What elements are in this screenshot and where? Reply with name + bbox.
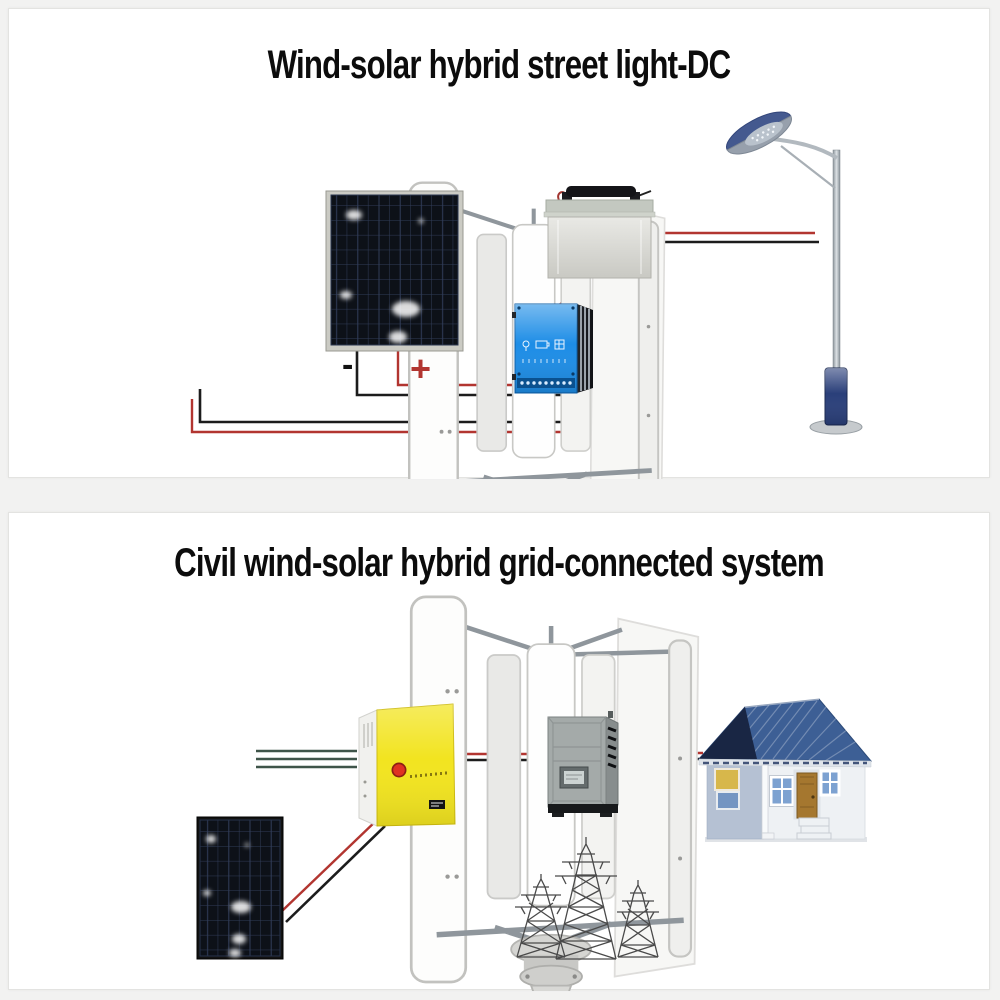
wires-black	[198, 240, 819, 424]
hybrid-controller-icon	[358, 703, 456, 827]
panel-street-light-dc: Wind-solar hybrid street light-DC	[8, 8, 990, 479]
tower-middle	[555, 837, 617, 960]
downspout	[761, 764, 769, 834]
roof-gable-shadow	[699, 707, 757, 759]
scene-street-light-dc: - +	[190, 111, 863, 479]
panel-grid-connected: Civil wind-solar hybrid grid-connected s…	[8, 512, 990, 991]
tower-right	[617, 880, 659, 958]
panel-glare	[203, 835, 251, 957]
transmission-towers-icon	[515, 837, 659, 960]
solar-panel-icon: - +	[325, 190, 464, 389]
solar-plus-label: +	[410, 348, 431, 389]
front-window-left	[769, 775, 795, 807]
panel-glare	[340, 210, 424, 343]
charge-controller-icon	[512, 303, 593, 394]
panel2-title: Civil wind-solar hybrid grid-connected s…	[174, 541, 824, 585]
tower-left	[515, 874, 567, 958]
front-window-right	[819, 769, 841, 797]
house-icon	[697, 698, 873, 842]
inverter-icon	[547, 711, 619, 817]
door	[793, 769, 821, 820]
controller-display-icons	[522, 339, 565, 351]
lamp-head	[726, 111, 792, 155]
gable-window-lit	[714, 768, 740, 791]
steps	[796, 817, 832, 840]
solar-minus-label: -	[342, 346, 353, 384]
controller-label	[429, 800, 445, 809]
scene-grid-connected	[196, 595, 873, 991]
battery-icon	[543, 186, 656, 279]
wires-green	[256, 749, 357, 769]
solar-panel-icon	[196, 816, 284, 960]
gable-window	[716, 791, 740, 810]
panel1-title: Wind-solar hybrid street light-DC	[267, 43, 732, 87]
street-light-icon	[726, 111, 863, 435]
